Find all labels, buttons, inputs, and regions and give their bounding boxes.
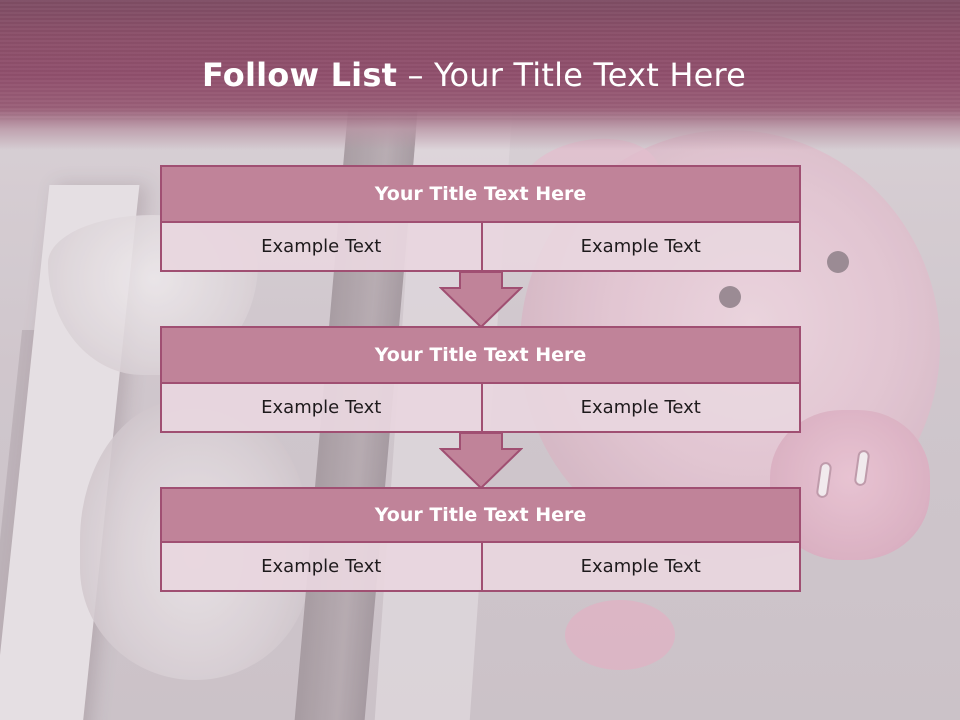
down-arrow-icon	[439, 433, 523, 489]
list-item-title: Your Title Text Here	[162, 328, 799, 384]
slide-title-bold: Follow List	[202, 56, 398, 94]
header-stripes	[0, 0, 960, 120]
list-item-right-text: Example Text	[480, 384, 800, 431]
piggy-bank-eye	[719, 286, 741, 308]
slide-title-rest: – Your Title Text Here	[397, 56, 747, 94]
list-item-left-text: Example Text	[261, 397, 382, 418]
piggy-bank-tongue	[565, 600, 675, 670]
list-item: Your Title Text Here Example Text Exampl…	[160, 326, 801, 433]
header-band	[0, 0, 960, 150]
list-item-row: Example Text Example Text	[162, 543, 799, 590]
list-item-title: Your Title Text Here	[162, 167, 799, 223]
list-item-right-text: Example Text	[480, 543, 800, 590]
list-item: Your Title Text Here Example Text Exampl…	[160, 165, 801, 272]
list-item-title: Your Title Text Here	[162, 489, 799, 543]
piggy-bank-eye	[827, 251, 849, 273]
list-item-left-text: Example Text	[261, 236, 382, 257]
list-item-row: Example Text Example Text	[162, 384, 799, 431]
list-item-right-text: Example Text	[480, 223, 800, 270]
down-arrow-icon	[439, 272, 523, 328]
list-item: Your Title Text Here Example Text Exampl…	[160, 487, 801, 592]
list-item-left-text: Example Text	[261, 556, 382, 577]
slide-title: Follow List – Your Title Text Here	[202, 56, 746, 94]
list-item-row: Example Text Example Text	[162, 223, 799, 270]
